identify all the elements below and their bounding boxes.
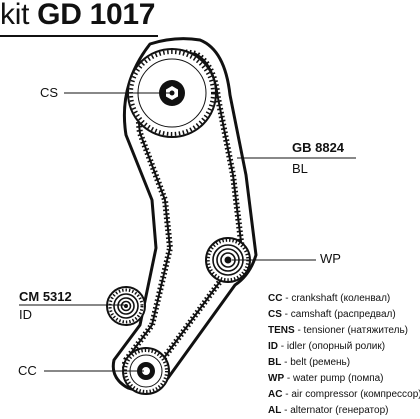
kit-prefix: kit — [0, 0, 30, 31]
water-pump-pulley — [205, 237, 251, 283]
idler-roller — [106, 286, 146, 326]
legend-item: AL - alternator (генератор) — [268, 405, 389, 416]
legend-item: CC - crankshaft (коленвал) — [268, 293, 391, 304]
label-idler: ID — [19, 307, 32, 322]
legend-item: ID - idler (опорный ролик) — [268, 341, 386, 352]
label-idler-code: CM 5312 — [19, 289, 72, 304]
title-underline — [0, 35, 158, 37]
legend-item: TENS - tensioner (натяжитель) — [268, 325, 409, 336]
label-camshaft: CS — [40, 85, 59, 100]
kit-title: kit GD 1017 — [0, 0, 155, 32]
label-crankshaft: CC — [18, 363, 37, 378]
label-belt-code: GB 8824 — [292, 140, 345, 155]
label-water-pump: WP — [320, 251, 341, 266]
legend-item: AC - air compressor (компрессор) — [268, 389, 420, 400]
legend-item: BL - belt (ремень) — [268, 357, 351, 368]
legend: CC - crankshaft (коленвал) CS - camshaft… — [268, 291, 420, 419]
legend-item: WP - water pump (помпа) — [268, 373, 384, 384]
legend-item: CS - camshaft (распредвал) — [268, 309, 396, 320]
belt-teeth — [121, 49, 246, 380]
crankshaft-pulley — [122, 347, 170, 395]
kit-code: GD 1017 — [37, 0, 156, 31]
label-belt: BL — [292, 161, 308, 176]
